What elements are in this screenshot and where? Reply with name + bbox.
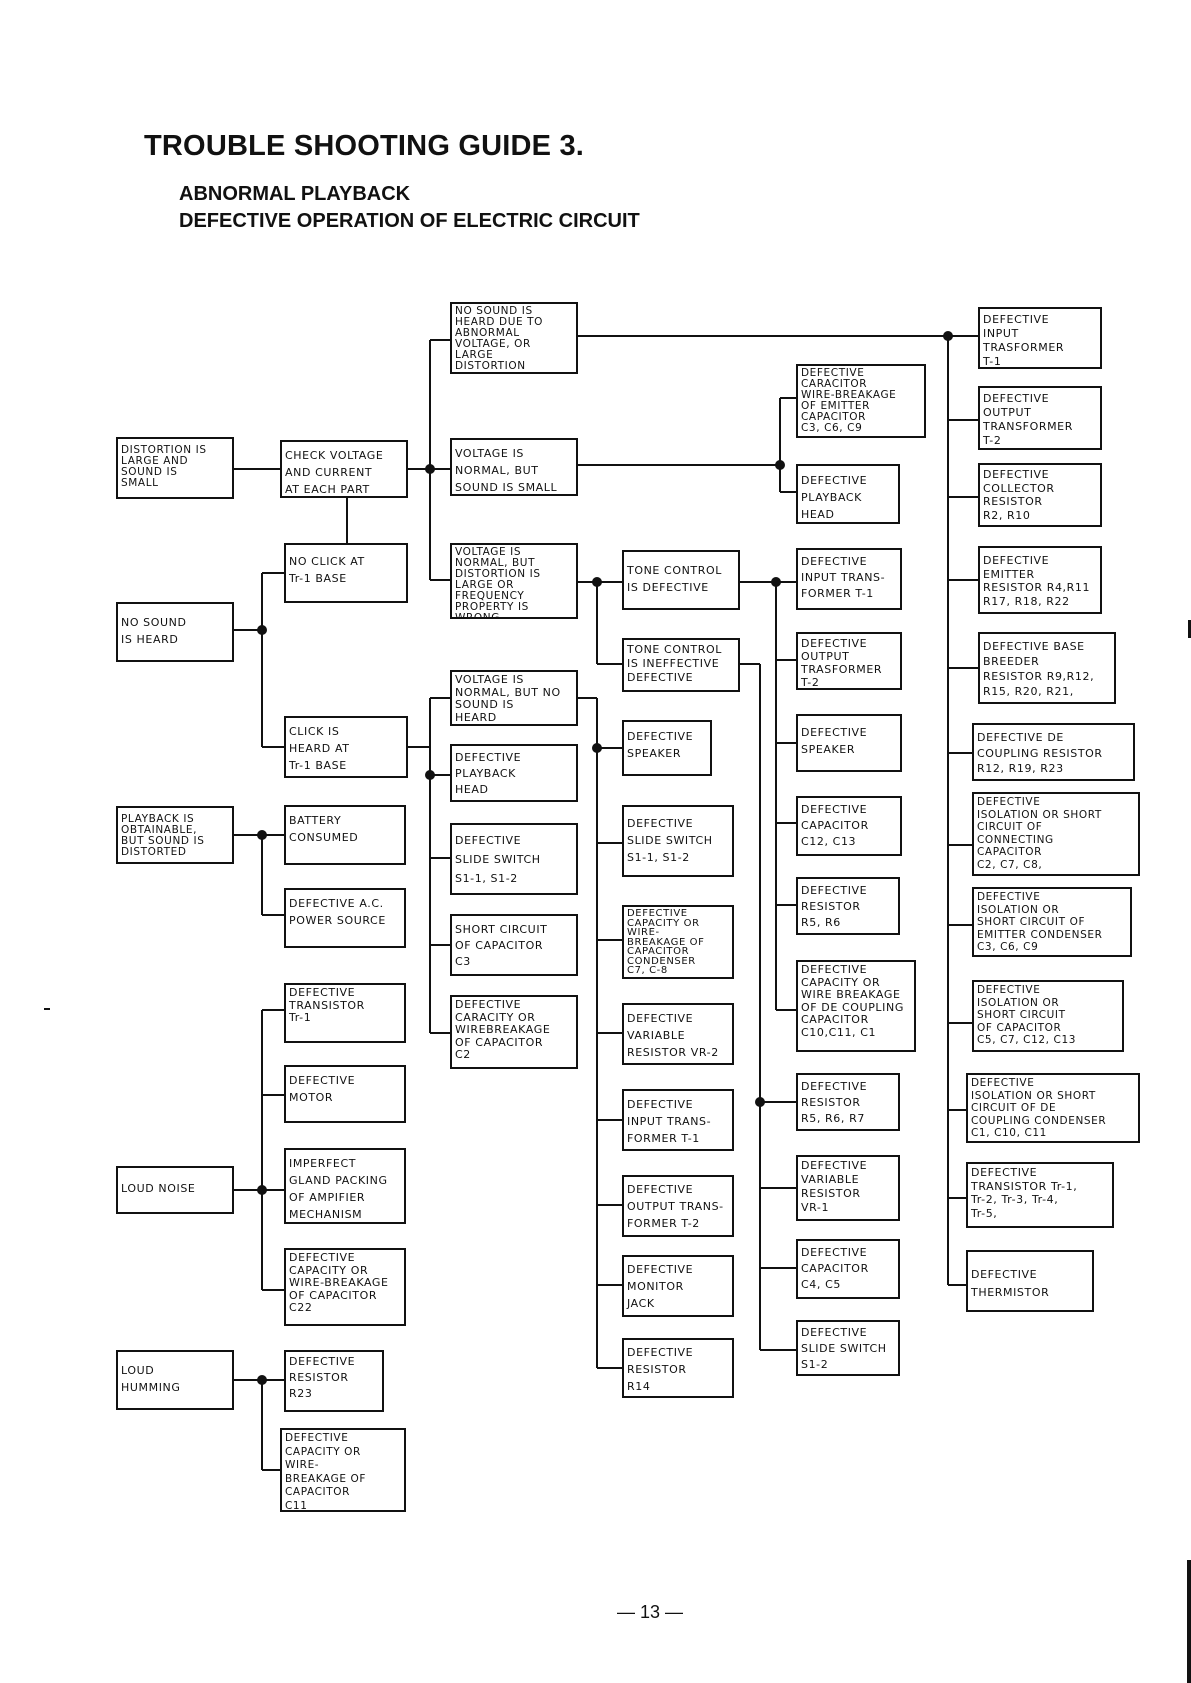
defective-input-transformer-col3-box: DEFECTIVE INPUT TRANS- FORMER T-1 [622, 1089, 734, 1151]
defective-collector-resistor-box: DEFECTIVE COLLECTOR RESISTOR R2, R10 [978, 463, 1102, 527]
defective-isolation-decoupling-box: DEFECTIVE ISOLATION OR SHORT CIRCUIT OF … [966, 1073, 1140, 1143]
defective-playback-head-col4-box: DEFECTIVE PLAYBACK HEAD [796, 464, 900, 524]
scan-dash-mark [44, 1008, 50, 1010]
defective-decoupling-resistor-box: DEFECTIVE DE COUPLING RESISTOR R12, R19,… [972, 723, 1135, 781]
playback-distorted-box: PLAYBACK IS OBTAINABLE, BUT SOUND IS DIS… [116, 806, 234, 864]
imperfect-gland-box: IMPERFECT GLAND PACKING OF AMPIFIER MECH… [284, 1148, 406, 1224]
defective-base-breeder-box: DEFECTIVE BASE BREEDER RESISTOR R9,R12, … [978, 632, 1116, 704]
defective-capacity-c22-box: DEFECTIVE CAPACITY OR WIRE-BREAKAGE OF C… [284, 1248, 406, 1326]
defective-input-transformer-col4-box: DEFECTIVE INPUT TRANS- FORMER T-1 [796, 548, 902, 610]
defective-monitor-jack-box: DEFECTIVE MONITOR JACK [622, 1255, 734, 1317]
defective-slide-switch-col3-box: DEFECTIVE SLIDE SWITCH S1-1, S1-2 [622, 805, 734, 877]
defective-ac-power-box: DEFECTIVE A.C. POWER SOURCE [284, 888, 406, 948]
page-number: — 13 — [616, 1602, 684, 1622]
tone-control-ineffective-box: TONE CONTROL IS INEFFECTIVE DEFECTIVE [622, 638, 740, 692]
voltage-normal-distortion-box: VOLTAGE IS NORMAL, BUT DISTORTION IS LAR… [450, 543, 578, 619]
check-voltage-box: CHECK VOLTAGE AND CURRENT AT EACH PART [280, 440, 408, 498]
defective-variable-vr2-box: DEFECTIVE VARIABLE RESISTOR VR-2 [622, 1003, 734, 1065]
subtitle-abnormal-playback: ABNORMAL PLAYBACK [179, 183, 411, 205]
defective-speaker-col4-box: DEFECTIVE SPEAKER [796, 714, 902, 772]
defective-capacitor-c4c5-box: DEFECTIVE CAPACITOR C4, C5 [796, 1239, 900, 1299]
defective-output-trasformer-col4-box: DEFECTIVE OUTPUT TRASFORMER T-2 [796, 632, 902, 690]
defective-variable-vr1-box: DEFECTIVE VARIABLE RESISTOR VR-1 [796, 1155, 900, 1221]
defective-resistor-r23-box: DEFECTIVE RESISTOR R23 [284, 1350, 384, 1412]
voltage-normal-no-sound-box: VOLTAGE IS NORMAL, BUT NO SOUND IS HEARD [450, 670, 578, 726]
defective-output-transformer-col5-box: DEFECTIVE OUTPUT TRANSFORMER T-2 [978, 386, 1102, 450]
scan-edge-mark-small [1188, 620, 1191, 638]
defective-output-transformer-col3-box: DEFECTIVE OUTPUT TRANS- FORMER T-2 [622, 1175, 734, 1237]
defective-capacity-c7c8-box: DEFECTIVE CAPACITY OR WIRE- BREAKAGE OF … [622, 905, 734, 979]
no-sound-abnormal-voltage-box: NO SOUND IS HEARD DUE TO ABNORMAL VOLTAG… [450, 302, 578, 374]
loud-humming-box: LOUD HUMMING [116, 1350, 234, 1410]
defective-playback-head-mid-box: DEFECTIVE PLAYBACK HEAD [450, 744, 578, 802]
defective-capacity-c11-box: DEFECTIVE CAPACITY OR WIRE- BREAKAGE OF … [280, 1428, 406, 1512]
distortion-large-box: DISTORTION IS LARGE AND SOUND IS SMALL [116, 437, 234, 499]
battery-consumed-box: BATTERY CONSUMED [284, 805, 406, 865]
defective-caracitor-c3c6c9-box: DEFECTIVE CARACITOR WIRE-BREAKAGE OF EMI… [796, 364, 926, 438]
defective-resistor-r5r6r7-box: DEFECTIVE RESISTOR R5, R6, R7 [796, 1073, 900, 1131]
defective-slide-switch-s12-box: DEFECTIVE SLIDE SWITCH S1-2 [796, 1320, 900, 1376]
defective-isolation-c5c7-box: DEFECTIVE ISOLATION OR SHORT CIRCUIT OF … [972, 980, 1124, 1052]
tone-control-defective-box: TONE CONTROL IS DEFECTIVE [622, 550, 740, 610]
no-sound-heard-box: NO SOUND IS HEARD [116, 602, 234, 662]
defective-isolation-c2c7c8-box: DEFECTIVE ISOLATION OR SHORT CIRCUIT OF … [972, 792, 1140, 876]
defective-resistor-r5r6-box: DEFECTIVE RESISTOR R5, R6 [796, 877, 900, 935]
defective-thermistor-box: DEFECTIVE THERMISTOR [966, 1250, 1094, 1312]
no-click-tr1-box: NO CLICK AT Tr-1 BASE [284, 543, 408, 603]
short-circuit-c3-box: SHORT CIRCUIT OF CAPACITOR C3 [450, 914, 578, 976]
defective-emitter-resistor-box: DEFECTIVE EMITTER RESISTOR R4,R11 R17, R… [978, 546, 1102, 614]
defective-slide-switch-mid-box: DEFECTIVE SLIDE SWITCH S1-1, S1-2 [450, 823, 578, 895]
voltage-normal-sound-small-box: VOLTAGE IS NORMAL, BUT SOUND IS SMALL [450, 438, 578, 496]
defective-speaker-col3-box: DEFECTIVE SPEAKER [622, 720, 712, 776]
page-title: TROUBLE SHOOTING GUIDE 3. [144, 130, 585, 162]
click-heard-tr1-box: CLICK IS HEARD AT Tr-1 BASE [284, 716, 408, 778]
defective-capacity-c2-box: DEFECTIVE CARACITY OR WIREBREAKAGE OF CA… [450, 995, 578, 1069]
defective-transistor-tr1-box: DEFECTIVE TRANSISTOR Tr-1 [284, 983, 406, 1043]
defective-transistors-box: DEFECTIVE TRANSISTOR Tr-1, Tr-2, Tr-3, T… [966, 1162, 1114, 1228]
defective-capacity-decoupling-box: DEFECTIVE CAPACITY OR WIRE BREAKAGE OF D… [796, 960, 916, 1052]
defective-isolation-emitter-box: DEFECTIVE ISOLATION OR SHORT CIRCUIT OF … [972, 887, 1132, 957]
defective-capacitor-c12c13-box: DEFECTIVE CAPACITOR C12, C13 [796, 796, 902, 856]
subtitle-defective-operation: DEFECTIVE OPERATION OF ELECTRIC CIRCUIT [179, 210, 640, 232]
loud-noise-box: LOUD NOISE [116, 1166, 234, 1214]
defective-input-trasformer-col5-box: DEFECTIVE INPUT TRASFORMER T-1 [978, 307, 1102, 369]
defective-motor-box: DEFECTIVE MOTOR [284, 1065, 406, 1123]
scan-edge-mark [1187, 1560, 1191, 1683]
defective-resistor-r14-box: DEFECTIVE RESISTOR R14 [622, 1338, 734, 1398]
